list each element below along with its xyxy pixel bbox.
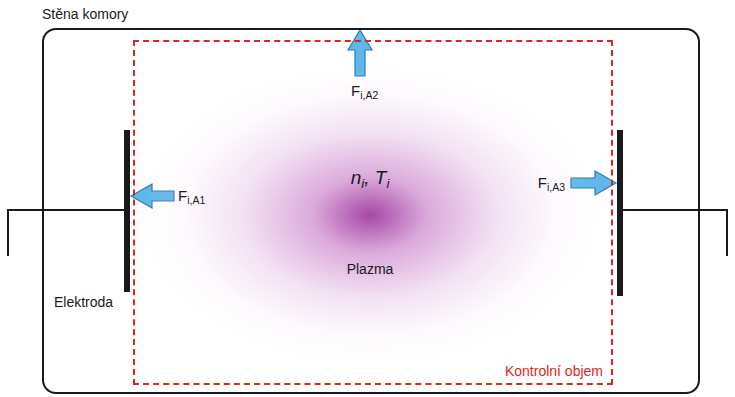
flux-label: Fi,A1 (178, 187, 205, 204)
electrode-label: Elektroda (54, 294, 113, 310)
chamber-wall: Stěna komoryKontrolní objemni, TiPlazma (42, 28, 700, 394)
flux-label: Fi,A3 (538, 174, 565, 191)
electrode-wire (8, 210, 127, 256)
electrode-plate (124, 130, 130, 292)
electrode-wire (620, 210, 727, 256)
plasma-region: ni, Ti Plazma (140, 65, 600, 365)
chamber-label: Stěna komory (42, 6, 128, 22)
volume-label: Kontrolní objem (505, 363, 603, 379)
plasma-label: Plazma (140, 261, 600, 277)
electrode-plate (617, 130, 623, 296)
flux-label: Fi,A2 (351, 82, 378, 99)
plasma-parameters: ni, Ti (140, 167, 600, 189)
